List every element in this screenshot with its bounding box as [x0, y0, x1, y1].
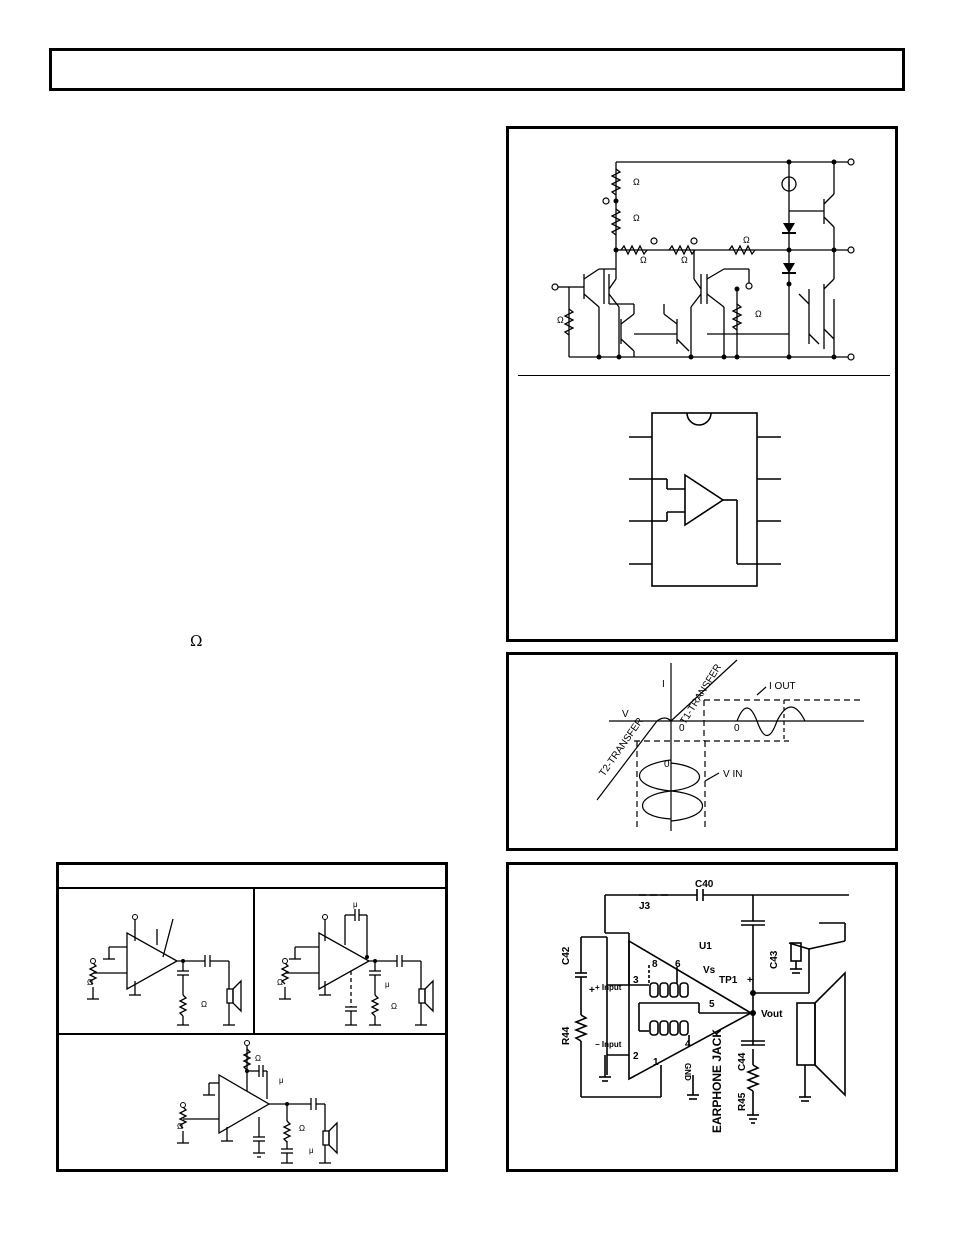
- label-r45: R45: [737, 1092, 748, 1111]
- resistor-label-4: Ω: [681, 255, 688, 265]
- audio-amplifier-schematic: C40 J3 U1 Vs TP1 + Vout + Input − Input …: [561, 879, 849, 1133]
- amp-circuit-3: Ω Ω Ω μ μ: [177, 1040, 338, 1164]
- resistor-label-1: Ω: [633, 177, 640, 187]
- amp2-ohm-1: Ω: [277, 978, 283, 987]
- resistor-label-3: Ω: [640, 255, 647, 265]
- resistor-label-5: Ω: [743, 235, 750, 245]
- schematic-box: Ω Ω Ω Ω Ω Ω Ω: [506, 126, 898, 642]
- pin-5: 5: [709, 999, 715, 1010]
- graph-label-v: V: [622, 709, 629, 720]
- label-c40: C40: [695, 879, 714, 890]
- resistor-label-2: Ω: [633, 213, 640, 223]
- label-earphone-jack: EARPHONE JACK: [710, 1029, 724, 1133]
- label-plus-tp1: +: [747, 975, 753, 986]
- amp-circuits-box: Ω Ω: [56, 862, 448, 1172]
- label-vout: Vout: [761, 1009, 783, 1020]
- amp-circuits-vdivider: [253, 887, 255, 1033]
- label-c42: C42: [561, 946, 572, 965]
- label-plus-input: + Input: [595, 983, 622, 992]
- transistor-schematic: Ω Ω Ω Ω Ω Ω Ω: [551, 158, 855, 361]
- pin-1: 1: [653, 1057, 659, 1068]
- dip-op-amp-package: [629, 412, 781, 587]
- label-j3: J3: [639, 901, 651, 912]
- audio-circuit-box: C40 J3 U1 Vs TP1 + Vout + Input − Input …: [506, 862, 898, 1172]
- amp-circuit-1: Ω Ω: [87, 914, 242, 1026]
- label-r44: R44: [561, 1026, 572, 1045]
- transfer-graph-box: I V 0 0 0 I OUT V IN T1-TRANSFER T2-TRAN…: [506, 652, 898, 851]
- graph-t1-transfer: T1-TRANSFER: [678, 662, 724, 726]
- graph-i-out: I OUT: [769, 681, 796, 692]
- label-c42-plus: +: [589, 985, 595, 996]
- pin-3: 3: [633, 975, 639, 986]
- graph-v-in: V IN: [723, 769, 742, 780]
- resistor-label-7: Ω: [755, 309, 762, 319]
- amp2-micro-1: μ: [353, 900, 358, 909]
- amp-circuits-title-bar: [59, 865, 445, 889]
- label-vs: Vs: [703, 965, 716, 976]
- label-u1: U1: [699, 941, 712, 952]
- amp-circuit-2: Ω Ω μ μ: [277, 900, 434, 1026]
- label-c44: C44: [737, 1052, 748, 1071]
- graph-axis-i: I: [662, 679, 665, 690]
- resistor-label-6: Ω: [557, 315, 564, 325]
- amp3-ohm-3: Ω: [299, 1124, 305, 1133]
- schematic-divider: [518, 375, 890, 376]
- amp3-micro-1: μ: [279, 1076, 284, 1085]
- amp-circuits-hdivider: [59, 1033, 445, 1035]
- pin-8: 8: [652, 959, 658, 970]
- amp2-micro-2: μ: [385, 980, 390, 989]
- amp1-ohm-1: Ω: [87, 978, 93, 987]
- label-tp1: TP1: [719, 975, 738, 986]
- graph-t2-transfer: T2-TRANSFER: [597, 716, 646, 779]
- pin-4: 4: [685, 1039, 691, 1050]
- amp3-micro-2: μ: [309, 1146, 314, 1155]
- graph-zero-1: 0: [679, 723, 685, 734]
- label-c43: C43: [769, 950, 780, 969]
- amp1-ohm-2: Ω: [201, 1000, 207, 1009]
- amp3-ohm-2: Ω: [255, 1054, 261, 1063]
- amp2-ohm-2: Ω: [391, 1002, 397, 1011]
- label-gnd: GND: [683, 1063, 692, 1081]
- body-ohm-symbol: Ω: [190, 632, 203, 650]
- graph-zero-3: 0: [664, 759, 670, 770]
- graph-zero-2: 0: [734, 723, 740, 734]
- pin-2: 2: [633, 1051, 639, 1062]
- amp3-ohm-1: Ω: [177, 1122, 183, 1131]
- transfer-characteristic-graph: I V 0 0 0 I OUT V IN T1-TRANSFER T2-TRAN…: [596, 659, 864, 831]
- label-minus-input: − Input: [595, 1040, 622, 1049]
- pin-6: 6: [675, 959, 681, 970]
- header-title-box: [49, 48, 905, 91]
